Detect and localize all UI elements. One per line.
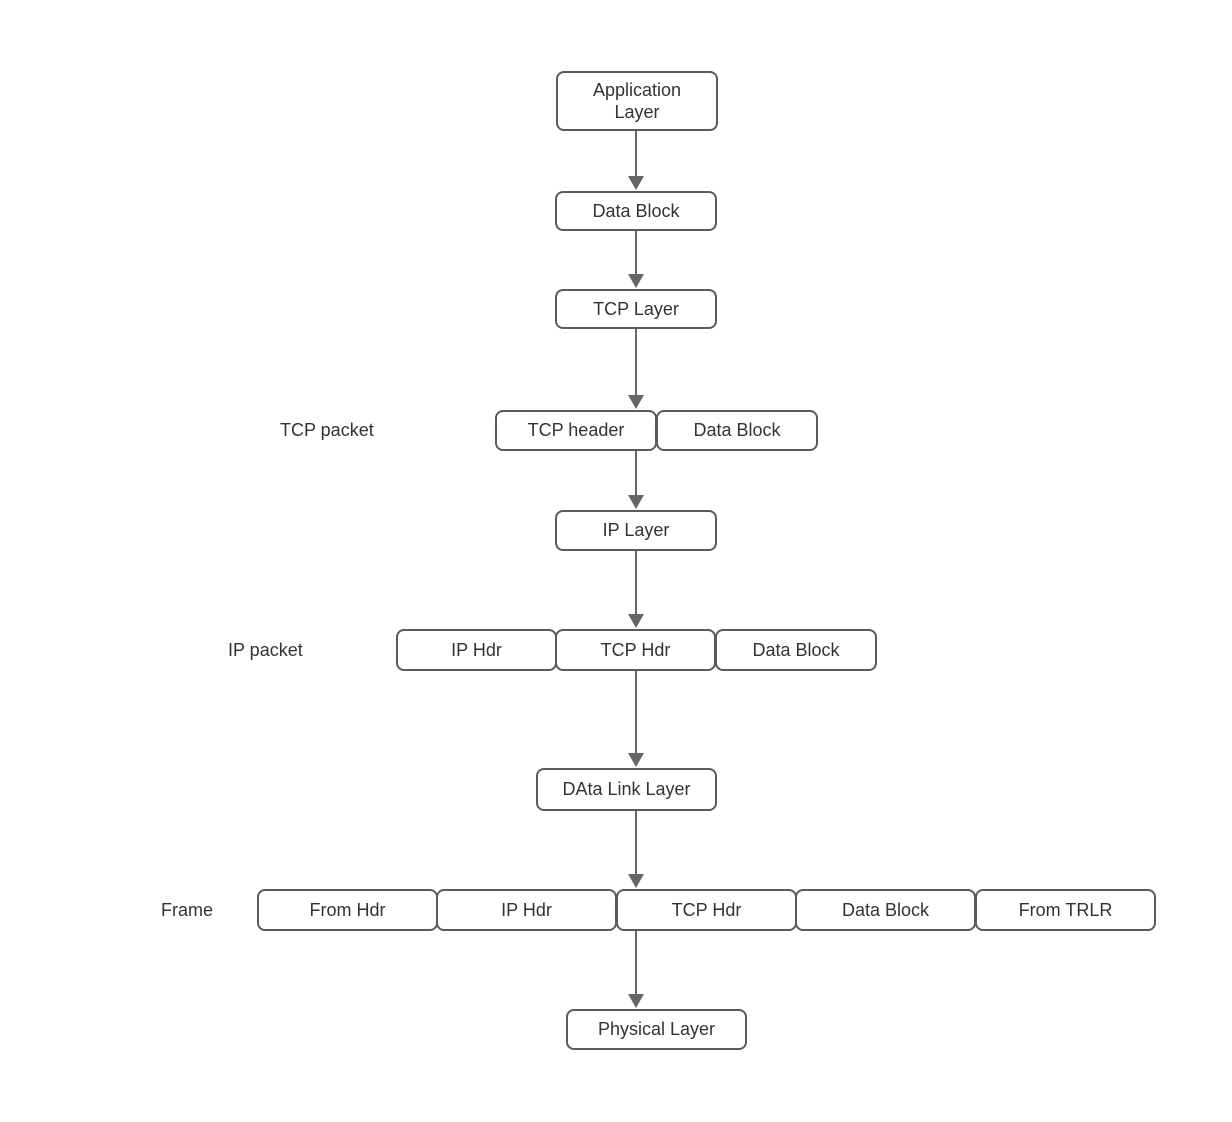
node-label: TCP Hdr <box>671 899 742 920</box>
node-data-block-tcp-packet: Data Block <box>656 410 818 451</box>
label-ip-packet: IP packet <box>228 639 303 660</box>
node-label: IP Hdr <box>501 899 552 920</box>
node-label: Physical Layer <box>597 1019 716 1040</box>
node-data-block-ip-packet: Data Block <box>715 629 877 671</box>
node-label: TCP header <box>527 420 625 441</box>
node-data-block-frame: Data Block <box>795 889 976 931</box>
arrow-data-block-to-tcp-layer <box>635 231 637 275</box>
node-data-block: Data Block <box>555 191 717 231</box>
node-ip-hdr: IP Hdr <box>396 629 557 671</box>
label-frame: Frame <box>161 899 214 920</box>
node-tcp-header: TCP header <box>495 410 657 451</box>
node-label: Data Block <box>841 899 930 920</box>
arrow-data-link-to-frame <box>635 811 637 875</box>
node-label: Data Block <box>693 420 781 441</box>
arrow-ip-layer-to-ip-packet <box>635 551 637 615</box>
node-label: Application Layer <box>592 79 682 123</box>
node-application-layer: Application Layer <box>556 71 718 131</box>
node-label: From Hdr <box>309 899 386 920</box>
node-label: IP Layer <box>602 520 670 541</box>
node-from-hdr: From Hdr <box>257 889 438 931</box>
arrow-tcp-packet-to-ip-layer <box>635 451 637 496</box>
node-label: TCP Hdr <box>600 639 671 660</box>
arrow-frame-to-physical <box>635 931 637 995</box>
node-tcp-hdr-frame: TCP Hdr <box>616 889 797 931</box>
node-label: Data Block <box>752 639 840 660</box>
arrow-ip-packet-to-data-link <box>635 671 637 754</box>
node-label: TCP Layer <box>593 298 679 319</box>
node-data-link-layer: DAta Link Layer <box>536 768 717 811</box>
node-label: DAta Link Layer <box>562 779 691 800</box>
arrow-tcp-layer-to-tcp-packet <box>635 329 637 396</box>
node-ip-hdr-frame: IP Hdr <box>436 889 617 931</box>
node-physical-layer: Physical Layer <box>566 1009 747 1050</box>
label-tcp-packet: TCP packet <box>280 420 374 440</box>
node-label: From TRLR <box>1018 899 1113 920</box>
node-from-trlr: From TRLR <box>975 889 1156 931</box>
node-tcp-hdr: TCP Hdr <box>555 629 716 671</box>
node-ip-layer: IP Layer <box>555 510 717 551</box>
node-label: Data Block <box>592 200 680 221</box>
arrow-application-to-data-block <box>635 131 637 177</box>
node-label: IP Hdr <box>451 639 502 660</box>
node-tcp-layer: TCP Layer <box>555 289 717 329</box>
